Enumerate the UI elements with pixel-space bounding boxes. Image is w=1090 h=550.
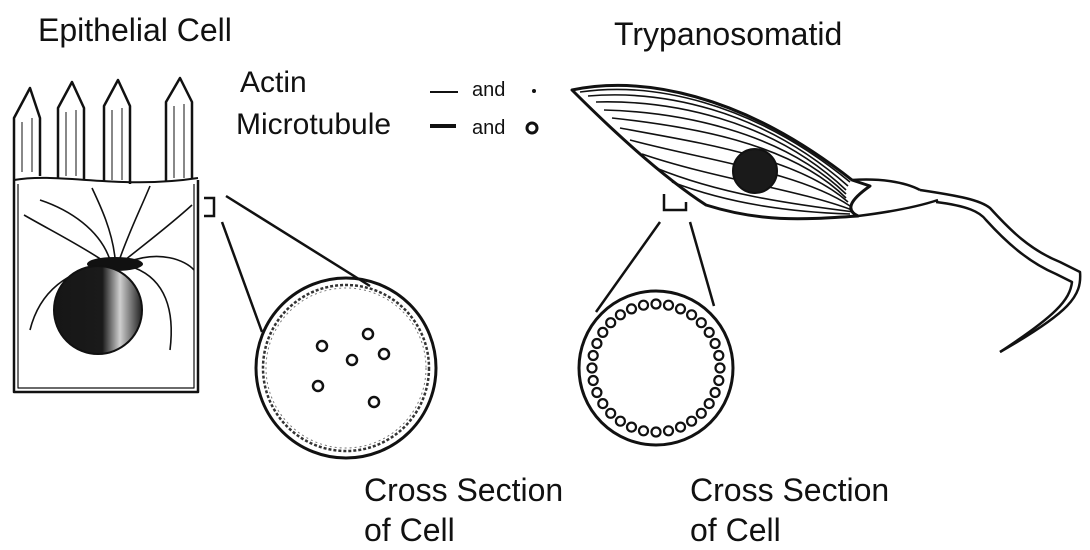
microtubule-ring-mark (687, 310, 696, 319)
legend-actin-and: and (472, 80, 505, 100)
legend-actin-label: Actin (240, 68, 307, 98)
microtubule-ring-mark (676, 304, 685, 313)
left-caption-line2: of Cell (364, 510, 455, 550)
microtubule-ring-symbol (527, 123, 537, 133)
microtubule-ring-mark (589, 351, 598, 360)
microtubule-ring-mark (664, 426, 673, 435)
microtubule-ring-mark (652, 428, 661, 437)
microtubule-ring-mark (627, 423, 636, 432)
microtubule-ring-mark (313, 381, 323, 391)
microtubule-ring-mark (687, 417, 696, 426)
zoom-line-left-b (222, 222, 262, 332)
microtubule-ring-mark (589, 376, 598, 385)
zoom-line-left-a (226, 196, 370, 286)
microtubule-ring-mark (606, 318, 615, 327)
epithelial-nucleus (54, 266, 142, 354)
microtubule-ring-mark (592, 339, 601, 348)
legend-microtubule-label: Microtubule (236, 110, 391, 140)
epithelial-cell-title: Epithelial Cell (38, 14, 232, 46)
legend-microtubule-and: and (472, 118, 505, 138)
zoom-line-right-a (596, 222, 660, 312)
actin-dot-symbol (532, 89, 536, 93)
right-caption-line1: Cross Section (690, 470, 889, 510)
microtubule-ring-mark (317, 341, 327, 351)
flagellum (920, 190, 1080, 352)
microtubule-ring-mark (379, 349, 389, 359)
epithelial-section-bracket (204, 198, 214, 216)
microtubule-ring-mark (616, 310, 625, 319)
microtubule-ring-mark (652, 300, 661, 309)
microtubule-ring-mark (639, 301, 648, 310)
microtubule-ring-mark (714, 351, 723, 360)
microtubule-ring-mark (664, 301, 673, 310)
trypanosomatid-section-bracket (664, 194, 686, 210)
trypanosomatid-nucleus (733, 149, 777, 193)
microtubule-ring-mark (705, 328, 714, 337)
microtubule-ring-mark (598, 328, 607, 337)
microtubule-ring-mark (639, 426, 648, 435)
microtubule-ring-mark (711, 388, 720, 397)
microtubule-ring-mark (711, 339, 720, 348)
microtubule-ring-mark (369, 397, 379, 407)
right-caption-line2: of Cell (690, 510, 781, 550)
microtubule-ring-mark (705, 399, 714, 408)
trypanosomatid-cross-section (579, 291, 733, 445)
microtubule-ring-mark (598, 399, 607, 408)
zoom-line-right-b (690, 222, 714, 306)
microtubule-ring-mark (592, 388, 601, 397)
trypanosomatid-title: Trypanosomatid (614, 18, 842, 50)
left-caption-line1: Cross Section (364, 470, 563, 510)
subpellicular-microtubules (588, 300, 725, 437)
microtubule-ring-mark (606, 409, 615, 418)
epithelial-cross-section (256, 278, 436, 458)
microtubule-ring-mark (676, 423, 685, 432)
microtubule-ring-mark (716, 364, 725, 373)
microtubule-ring-mark (347, 355, 357, 365)
microtubule-ring-mark (363, 329, 373, 339)
microtubule-ring-mark (627, 304, 636, 313)
microtubule-ring-mark (588, 364, 597, 373)
microtubule-ring-mark (697, 318, 706, 327)
microtubule-ring-mark (616, 417, 625, 426)
microtubule-ring-mark (697, 409, 706, 418)
microtubule-ring-mark (714, 376, 723, 385)
